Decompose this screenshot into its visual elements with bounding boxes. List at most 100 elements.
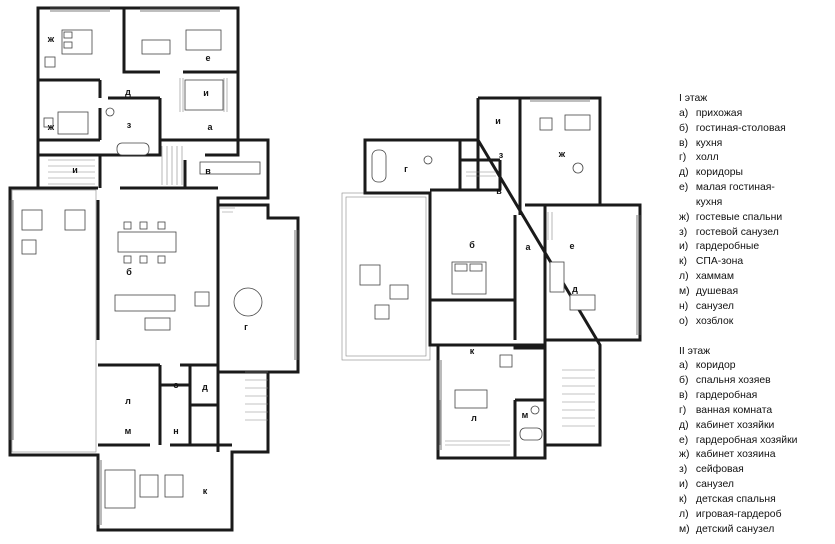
lounge-chair-icon [374, 304, 390, 320]
legend-item: л) игровая-гардероб [679, 508, 835, 523]
lounge-chair-icon [21, 209, 43, 231]
floor2-room-label: л [471, 413, 477, 423]
legend-item: д) коридоры [679, 166, 835, 181]
legend-item-key: ж) [679, 449, 690, 461]
floor2-plan: и г з ж в б а е д к л м [341, 96, 642, 460]
armchair-icon [539, 117, 553, 131]
floor2-room-label: а [525, 242, 531, 252]
pillow-icon [63, 41, 73, 49]
floor1-outer-walls [8, 6, 300, 532]
floor2-legend-title: II этаж [679, 345, 711, 357]
legend-item-key: л) [679, 508, 689, 520]
floor1-room-label: г [244, 322, 248, 332]
floor1-room-label: а [207, 122, 213, 132]
legend-item-text: хозблок [695, 315, 734, 327]
pillow-icon [454, 263, 468, 272]
floor2-room-label: б [469, 240, 475, 250]
pillow-icon [469, 263, 483, 272]
legend-item-key: н) [679, 300, 689, 312]
desk-icon [569, 294, 596, 311]
legend-item: л) хаммам [679, 270, 835, 285]
legend-item-key: г) [679, 152, 687, 164]
legend-item: к) детская спальня [679, 493, 835, 508]
legend-item-key: е) [679, 182, 689, 194]
legend-item-key: а) [679, 107, 689, 119]
floor2-room-label: г [404, 164, 408, 174]
legend-item-key: в) [679, 137, 688, 149]
legend-spacer [679, 330, 835, 345]
lounge-chair-icon [64, 209, 86, 231]
floor2-room-label: е [569, 241, 574, 251]
legend-item: а) коридор [679, 359, 835, 374]
legend-item-key: ж) [679, 211, 690, 223]
legend-item: в) кухня [679, 137, 835, 152]
floor1-room-label: е [205, 53, 210, 63]
floor2-room-label: з [499, 150, 504, 160]
sink-icon [423, 155, 433, 165]
floor1-room-label: д [125, 87, 131, 97]
legend-item-text: гостевой санузел [695, 226, 779, 238]
floor2-terrace [341, 192, 431, 361]
floor1-plan: ж е и д ж з а и в б г о д л м н к [8, 6, 300, 532]
bed-icon [454, 389, 488, 409]
stairs-icon [562, 369, 595, 427]
legend-item: ж) кабинет хозяина [679, 448, 835, 463]
legend-item: и) санузел [679, 478, 835, 493]
armchair-icon [499, 354, 513, 368]
kitchen-island-icon [199, 161, 261, 175]
table-icon [389, 284, 409, 300]
round-table-icon [233, 287, 263, 317]
legend-item: з) сейфовая [679, 463, 835, 478]
floor1-terrace [11, 189, 97, 453]
stairs-icon [48, 159, 95, 185]
legend-item: е) малая гостиная- [679, 181, 835, 196]
floor1-room-label: д [202, 382, 208, 392]
legend-item: г) ванная комната [679, 404, 835, 419]
bathtub-icon [116, 142, 150, 156]
floor2-room-label: и [495, 116, 501, 126]
legend-item-key: л) [679, 271, 689, 283]
legend-item: в) гардеробная [679, 389, 835, 404]
bathtub-icon [371, 149, 387, 183]
legend-item-text: малая гостиная- [695, 182, 775, 194]
kitchen-counter-icon [184, 79, 224, 111]
legend-item-text: санузел [695, 300, 734, 312]
legend-item-key: д) [679, 419, 689, 431]
floor1-room-label: н [173, 426, 178, 436]
legend-item-text: кабинет хозяйки [695, 419, 775, 431]
desk-icon [564, 114, 591, 131]
legend-item-key: о) [679, 315, 689, 327]
wardrobe-icon [179, 78, 235, 213]
armchair-icon [44, 56, 56, 68]
legend-item-text: гардеробная хозяйки [695, 434, 798, 446]
armchair-icon [43, 117, 54, 128]
floor1-room-label: ж [47, 122, 55, 132]
lounge-chair-icon [139, 474, 159, 498]
legend-item-text: гардеробные [695, 241, 760, 253]
floor1-room-label: м [125, 426, 132, 436]
pillow-icon [63, 31, 73, 39]
floor2-interior-walls [430, 98, 600, 458]
legend-item-key: д) [679, 167, 689, 179]
legend-item-text: сейфовая [695, 464, 744, 476]
legend-item: г) холл [679, 151, 835, 166]
legend-item-text: хаммам [695, 271, 734, 283]
legend-item: б) гостиная-столовая [679, 122, 835, 137]
bathtub-icon [519, 427, 543, 441]
floor1-room-label: и [72, 165, 78, 175]
legend-item-key: з) [679, 464, 688, 476]
legend-item-text: коридор [695, 360, 736, 372]
legend-item-text: холл [695, 152, 719, 164]
legend-item-text: кухня [695, 137, 723, 149]
legend-item-key: м) [679, 285, 690, 297]
legend-item-key: к) [679, 256, 688, 268]
floor1-legend-title: I этаж [679, 93, 708, 104]
floor1-room-label: к [203, 486, 208, 496]
legend-item-key: и) [679, 241, 689, 253]
stairs-icon [245, 371, 268, 421]
legend-item-text: детская спальня [695, 493, 776, 505]
legend-item-key: г) [679, 404, 687, 416]
legend-item-key: з) [679, 226, 688, 238]
